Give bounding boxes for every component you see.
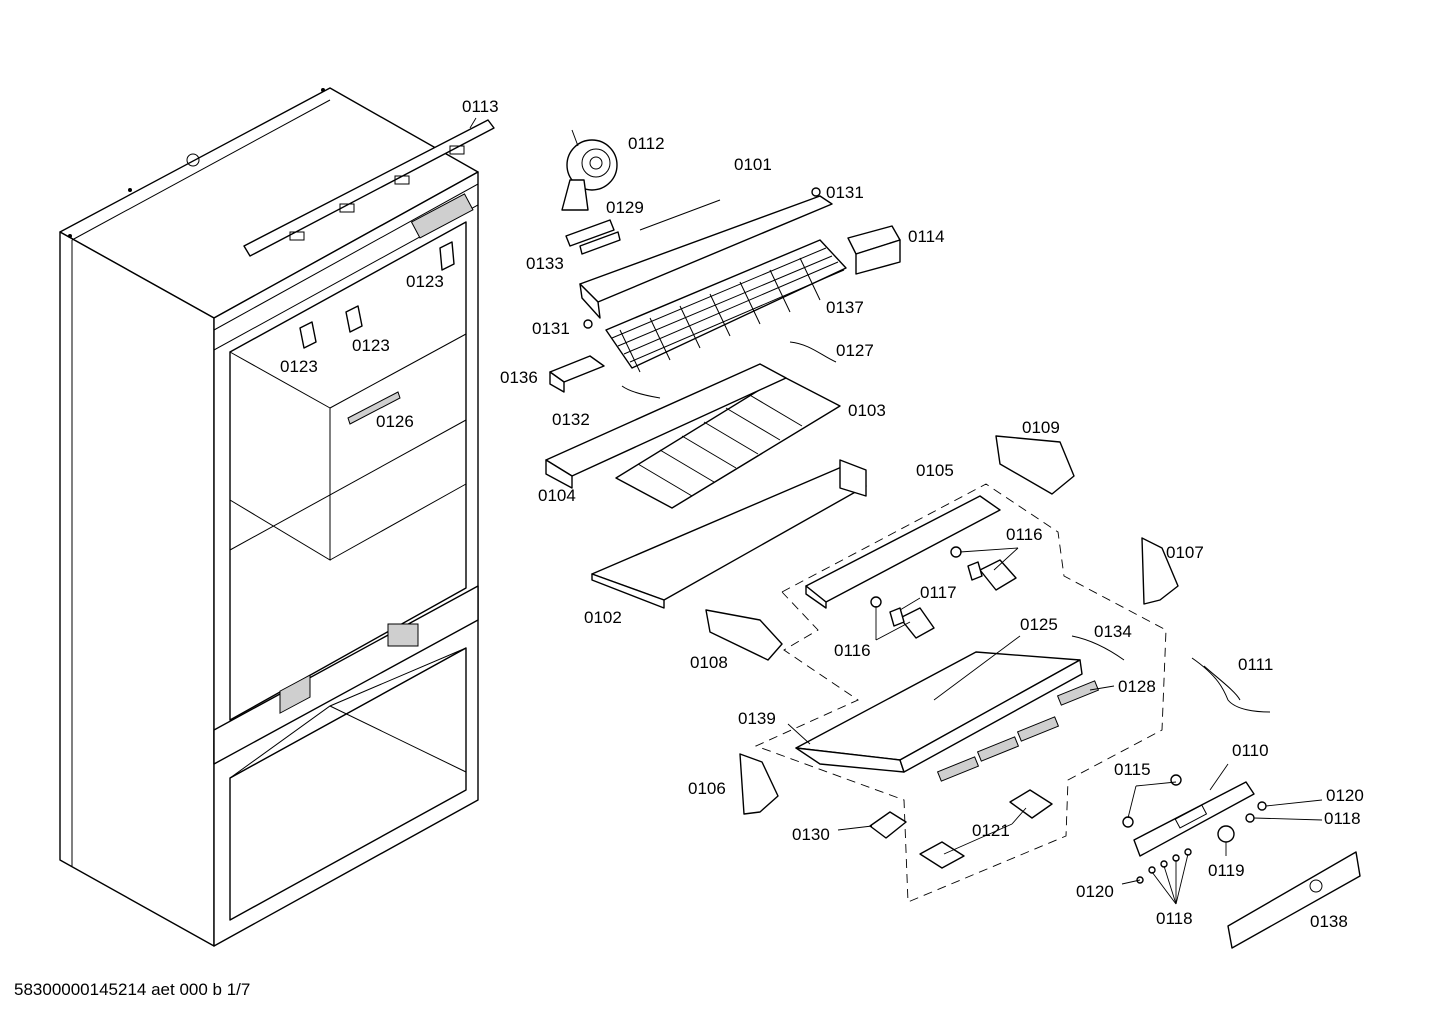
part-0126 <box>347 391 401 425</box>
label-0110: 0110 <box>1232 741 1269 760</box>
label-0119: 0119 <box>1208 861 1245 880</box>
label-0116-top: 0116 <box>1006 525 1043 544</box>
label-0128: 0128 <box>1118 677 1156 696</box>
part-0128-vents <box>936 680 1100 782</box>
label-0116-bottom: 0116 <box>834 641 871 660</box>
part-0102-tray <box>591 459 867 609</box>
label-0136: 0136 <box>500 368 538 387</box>
drawing-id: 58300000145214 aet 000 b 1/7 <box>14 980 251 999</box>
part-0137-evaporator-coil <box>605 239 847 373</box>
part-0114 <box>847 225 901 275</box>
part-0106 <box>739 753 779 815</box>
label-0112: 0112 <box>628 134 665 153</box>
label-0118-right: 0118 <box>1324 809 1361 828</box>
part-0123-brackets <box>299 241 455 349</box>
label-0102: 0102 <box>584 608 622 627</box>
label-0106: 0106 <box>688 779 726 798</box>
label-0101: 0101 <box>734 155 772 174</box>
part-0103-tray <box>615 375 841 509</box>
part-0129-0133-clips <box>565 219 621 255</box>
part-0134-wire <box>1071 635 1125 661</box>
part-0116-0117-lamp <box>870 546 1017 639</box>
label-0139: 0139 <box>738 709 776 728</box>
label-0105: 0105 <box>916 461 954 480</box>
label-0133: 0133 <box>526 254 564 273</box>
label-0126: 0126 <box>376 412 414 431</box>
part-0110-control-panel <box>1133 781 1255 857</box>
part-0138-faceplate <box>1227 851 1361 949</box>
part-0105-channel <box>805 495 1001 609</box>
label-0111: 0111 <box>1238 655 1273 674</box>
label-0123-middle: 0123 <box>352 336 390 355</box>
part-0132-sensor <box>621 385 661 399</box>
part-0107 <box>1141 537 1179 605</box>
label-0129: 0129 <box>606 198 644 217</box>
part-0127-sensor <box>789 341 837 363</box>
label-0120-right: 0120 <box>1326 786 1364 805</box>
part-0113 <box>243 119 495 257</box>
label-0107: 0107 <box>1166 543 1204 562</box>
label-0108: 0108 <box>690 653 728 672</box>
part-0130 <box>869 811 907 839</box>
label-0125: 0125 <box>1020 615 1058 634</box>
label-0137: 0137 <box>826 298 864 317</box>
label-0120-left: 0120 <box>1076 882 1114 901</box>
part-0112-fan <box>561 129 618 211</box>
label-0118-left: 0118 <box>1156 909 1193 928</box>
label-0109: 0109 <box>1022 418 1060 437</box>
part-labels: 0113 0112 0101 0131 0129 0114 0133 0123 … <box>280 97 1364 931</box>
refrigerator-cabinet <box>59 87 479 947</box>
label-0132: 0132 <box>552 410 590 429</box>
label-0114: 0114 <box>908 227 945 246</box>
label-0138: 0138 <box>1310 912 1348 931</box>
label-0115: 0115 <box>1114 760 1151 779</box>
label-0113: 0113 <box>462 97 499 116</box>
leader-lines <box>469 117 1323 905</box>
label-0121: 0121 <box>972 821 1010 840</box>
label-0123-left: 0123 <box>280 357 318 376</box>
part-0131-screws <box>583 187 821 329</box>
label-0127: 0127 <box>836 341 874 360</box>
part-0108 <box>705 609 783 661</box>
label-0131-left: 0131 <box>532 319 570 338</box>
label-0131-top: 0131 <box>826 183 864 202</box>
part-0136 <box>549 355 605 393</box>
label-0103: 0103 <box>848 401 886 420</box>
label-0117: 0117 <box>920 583 957 602</box>
label-0123-right: 0123 <box>406 272 444 291</box>
label-0130: 0130 <box>792 825 830 844</box>
part-0121-covers <box>919 789 1053 869</box>
part-0104-channel <box>545 363 787 489</box>
label-0134: 0134 <box>1094 622 1132 641</box>
part-0109 <box>995 435 1075 495</box>
part-0101-cover <box>579 195 833 319</box>
part-0139-housing <box>795 651 1083 773</box>
label-0104: 0104 <box>538 486 576 505</box>
part-0111-harness <box>1191 657 1271 713</box>
